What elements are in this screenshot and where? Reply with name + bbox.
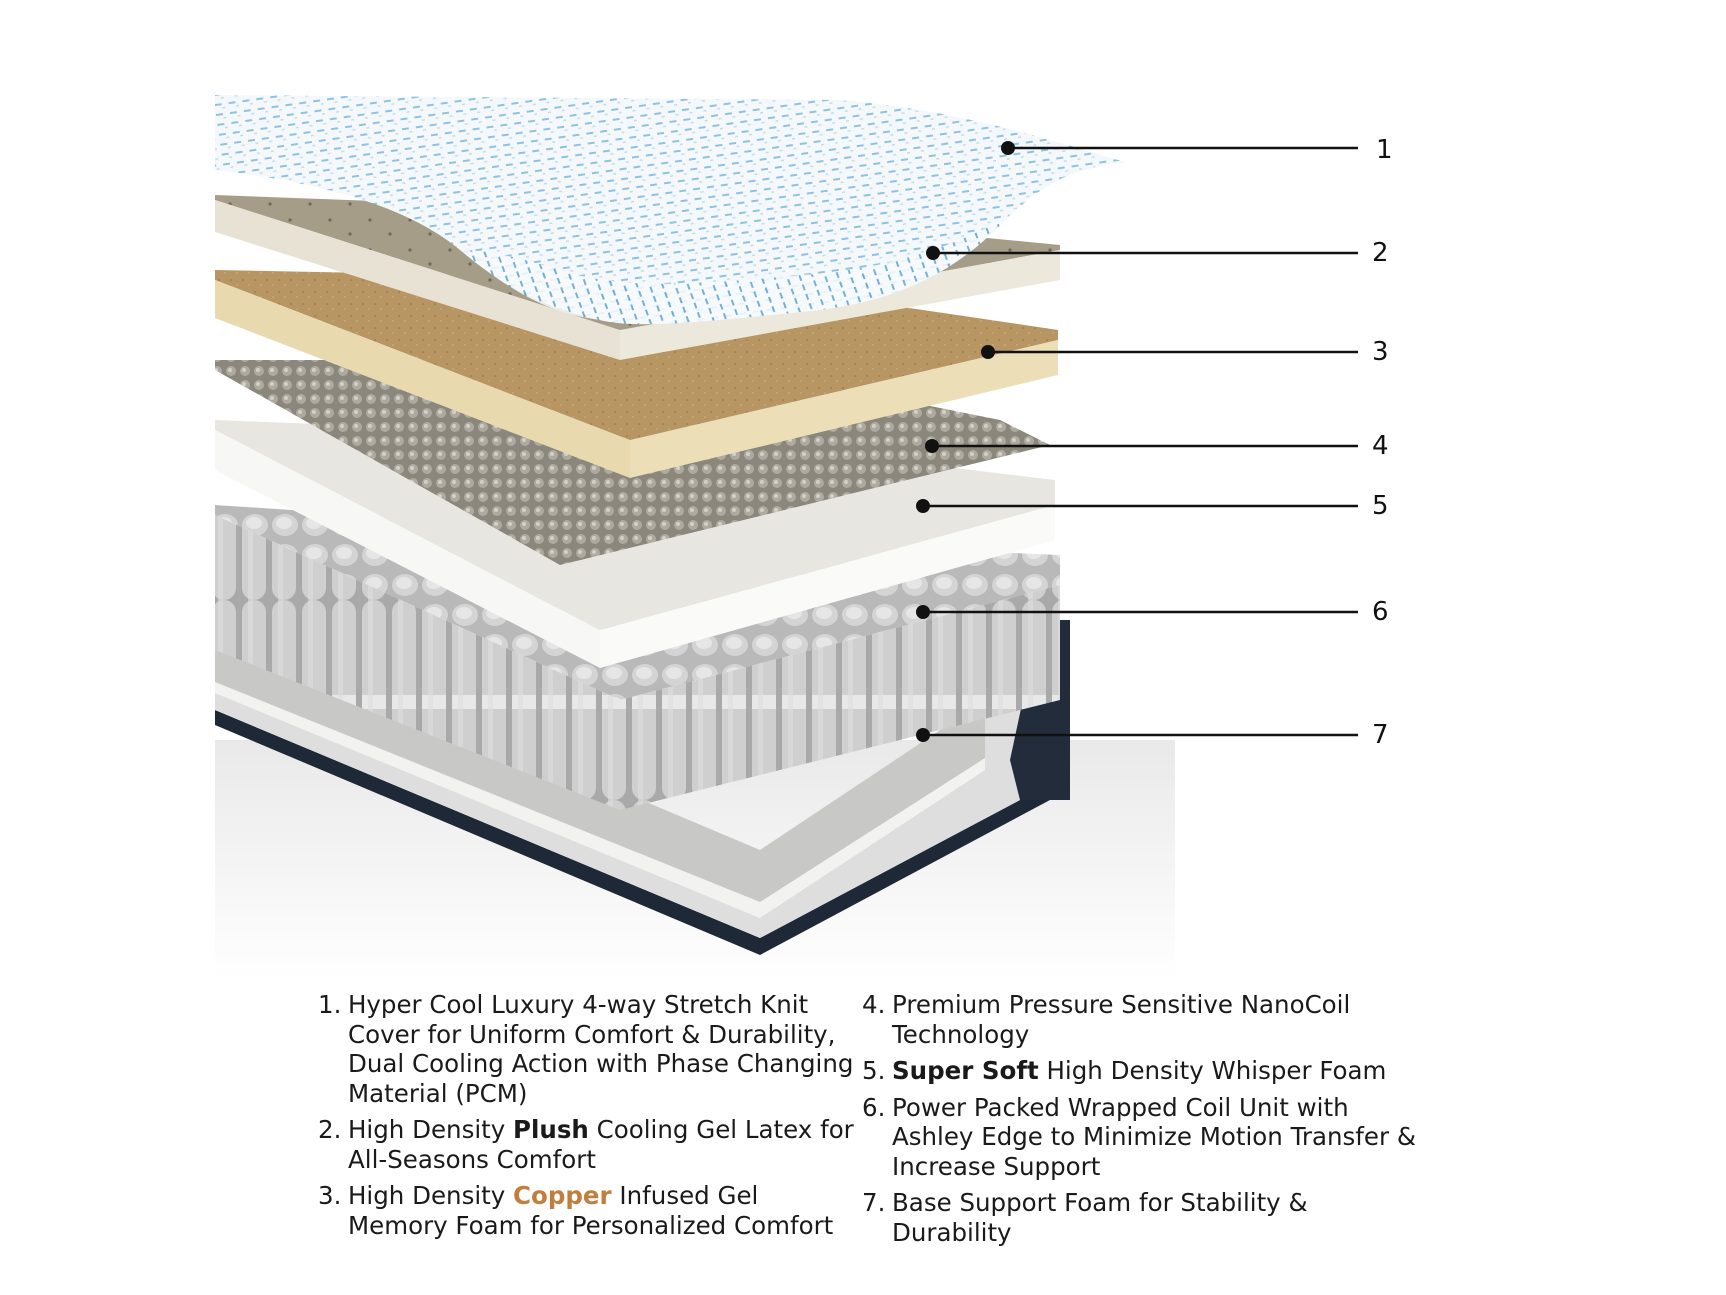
legend-number: 2. [318,1115,342,1144]
legend-text: High Density Plush Cooling Gel Latex for… [348,1115,854,1174]
layer-1-knit-cover [215,95,1125,325]
legend-number: 1. [318,990,342,1019]
callout-number-2: 2 [1372,238,1389,268]
legend-text: High Density Copper Infused Gel Memory F… [348,1181,834,1240]
callout-number-7: 7 [1372,720,1389,750]
legend-text: Base Support Foam for Stability & Durabi… [892,1188,1308,1247]
legend-column-left: 1. Hyper Cool Luxury 4-way Stretch Knit … [318,990,858,1247]
legend-number: 6. [862,1092,886,1122]
legend-text: Premium Pressure Sensitive NanoCoil Tech… [892,990,1351,1049]
legend-number: 7. [862,1188,886,1217]
legend-item-6: 6. Power Packed Wrapped Coil Unit with A… [862,1093,1422,1182]
legend-number: 5. [862,1056,886,1085]
legend-item-5: 5. Super Soft High Density Whisper Foam [862,1056,1422,1086]
legend-item-1: 1. Hyper Cool Luxury 4-way Stretch Knit … [318,990,858,1108]
legend-text: Power Packed Wrapped Coil Unit with Ashl… [892,1092,1416,1181]
legend-text: Hyper Cool Luxury 4-way Stretch Knit Cov… [348,990,854,1108]
callout-number-6: 6 [1372,597,1389,627]
callout-number-5: 5 [1372,491,1389,521]
legend-column-right: 4. Premium Pressure Sensitive NanoCoil T… [862,990,1422,1254]
legend-item-7: 7. Base Support Foam for Stability & Dur… [862,1188,1422,1247]
mattress-layers-illustration [215,95,1358,980]
legend-item-2: 2. High Density Plush Cooling Gel Latex … [318,1115,858,1174]
legend-number: 4. [862,990,886,1019]
legend-number: 3. [318,1181,342,1210]
legend-item-4: 4. Premium Pressure Sensitive NanoCoil T… [862,990,1422,1049]
callout-number-1: 1 [1376,135,1393,165]
emphasis-copper: Copper [513,1181,612,1210]
callout-number-4: 4 [1372,431,1389,461]
emphasis-plush: Plush [513,1115,589,1144]
legend-item-3: 3. High Density Copper Infused Gel Memor… [318,1181,858,1240]
legend-text: Super Soft High Density Whisper Foam [892,1056,1387,1085]
emphasis-super-soft: Super Soft [892,1056,1039,1085]
callout-number-3: 3 [1372,337,1389,367]
callout-lines [916,141,1358,742]
